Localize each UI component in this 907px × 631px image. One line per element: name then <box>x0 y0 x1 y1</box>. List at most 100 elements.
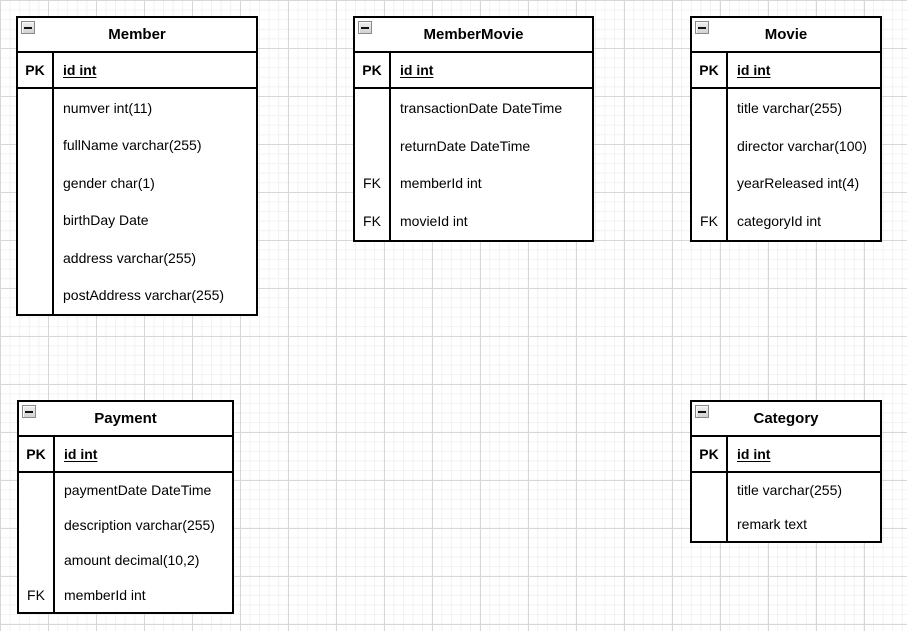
row-field-cell[interactable]: title varchar(255) <box>737 99 843 116</box>
table-row[interactable]: description varchar(255) <box>19 507 232 543</box>
entity-category[interactable]: Category PK id int title varchar(255) re… <box>690 400 882 543</box>
pk-key-cell[interactable]: PK <box>355 53 391 87</box>
pk-key-cell[interactable]: PK <box>692 53 728 87</box>
row-field-cell[interactable]: gender char(1) <box>63 174 155 191</box>
row-field-cell[interactable]: birthDay Date <box>63 212 149 229</box>
row-key-cell[interactable] <box>18 89 54 127</box>
row-field-cell[interactable]: movieId int <box>400 213 468 230</box>
table-row-pk[interactable]: PK id int <box>18 53 256 89</box>
table-row[interactable]: director varchar(100) <box>692 126 880 165</box>
row-field-cell[interactable]: paymentDate DateTime <box>64 482 212 499</box>
entity-rows: paymentDate DateTime description varchar… <box>19 473 232 612</box>
row-key-cell[interactable] <box>19 507 55 543</box>
row-key-cell[interactable] <box>692 473 728 507</box>
minus-glyph <box>361 26 369 29</box>
collapse-minus-icon[interactable] <box>695 21 709 34</box>
row-key-cell[interactable] <box>692 89 728 127</box>
table-row[interactable]: birthDay Date <box>18 201 256 239</box>
row-field-cell[interactable]: address varchar(255) <box>63 249 197 266</box>
row-field-cell[interactable]: amount decimal(10,2) <box>64 551 200 568</box>
collapse-minus-icon[interactable] <box>358 21 372 34</box>
collapse-minus-icon[interactable] <box>22 405 36 418</box>
row-key-cell[interactable]: FK <box>355 164 391 203</box>
row-field-cell[interactable]: numver int(11) <box>63 99 153 116</box>
pk-key-cell[interactable]: PK <box>19 437 55 471</box>
row-key-cell[interactable]: FK <box>355 202 391 240</box>
collapse-minus-icon[interactable] <box>21 21 35 34</box>
entity-title: Category <box>753 410 819 427</box>
row-key-cell[interactable] <box>19 473 55 508</box>
row-key-cell[interactable] <box>18 201 54 239</box>
table-row[interactable]: yearReleased int(4) <box>692 164 880 203</box>
table-row[interactable]: remark text <box>692 507 880 541</box>
pk-key-cell[interactable]: PK <box>692 437 728 471</box>
table-row[interactable]: paymentDate DateTime <box>19 473 232 508</box>
pk-field-cell[interactable]: id int <box>737 446 771 462</box>
row-field-cell[interactable]: title varchar(255) <box>737 482 843 498</box>
row-field-cell[interactable]: remark text <box>737 516 808 532</box>
row-key-cell[interactable] <box>19 542 55 578</box>
table-row[interactable]: FK memberId int <box>355 164 592 203</box>
row-key-cell[interactable] <box>355 126 391 165</box>
row-key-cell[interactable] <box>692 507 728 541</box>
table-row[interactable]: gender char(1) <box>18 164 256 202</box>
entity-rows: title varchar(255) remark text <box>692 473 880 541</box>
table-row[interactable]: FK memberId int <box>19 577 232 612</box>
table-row[interactable]: FK movieId int <box>355 202 592 240</box>
table-row[interactable]: numver int(11) <box>18 89 256 127</box>
minus-glyph <box>25 410 33 413</box>
entity-member[interactable]: Member PK id int numver int(11) fullName… <box>16 16 258 316</box>
entity-movie[interactable]: Movie PK id int title varchar(255) direc… <box>690 16 882 242</box>
table-row-pk[interactable]: PK id int <box>355 53 592 89</box>
entity-category-title-bar: Category <box>692 402 880 437</box>
row-field-cell[interactable]: returnDate DateTime <box>400 137 531 154</box>
row-field-cell[interactable]: categoryId int <box>737 213 822 230</box>
row-field-cell[interactable]: postAddress varchar(255) <box>63 287 225 304</box>
table-row[interactable]: title varchar(255) <box>692 89 880 127</box>
row-field-cell[interactable]: memberId int <box>400 175 482 192</box>
entity-rows: numver int(11) fullName varchar(255) gen… <box>18 89 256 314</box>
table-row[interactable]: postAddress varchar(255) <box>18 276 256 314</box>
row-field-cell[interactable]: director varchar(100) <box>737 137 867 154</box>
row-key-cell[interactable]: FK <box>692 202 728 240</box>
row-key-cell[interactable]: FK <box>19 577 55 612</box>
entity-movie-title-bar: Movie <box>692 18 880 53</box>
pk-key-cell[interactable]: PK <box>18 53 54 87</box>
row-key-cell[interactable] <box>18 276 54 314</box>
row-key-cell[interactable] <box>355 89 391 127</box>
row-key-cell[interactable] <box>692 164 728 203</box>
pk-field-cell[interactable]: id int <box>64 446 98 462</box>
entity-payment-title-bar: Payment <box>19 402 232 437</box>
row-field-cell[interactable]: description varchar(255) <box>64 517 215 534</box>
row-field-cell[interactable]: memberId int <box>64 586 146 603</box>
entity-payment[interactable]: Payment PK id int paymentDate DateTime d… <box>17 400 234 614</box>
row-key-cell[interactable] <box>18 164 54 202</box>
pk-field-cell[interactable]: id int <box>400 62 434 78</box>
table-row[interactable]: address varchar(255) <box>18 239 256 277</box>
table-row-pk[interactable]: PK id int <box>692 437 880 473</box>
row-field-cell[interactable]: fullName varchar(255) <box>63 137 202 154</box>
row-key-cell[interactable] <box>692 126 728 165</box>
table-row[interactable]: title varchar(255) <box>692 473 880 507</box>
table-row[interactable]: amount decimal(10,2) <box>19 542 232 578</box>
entity-title: Payment <box>94 410 157 427</box>
row-field-cell[interactable]: yearReleased int(4) <box>737 175 860 192</box>
entity-membermovie[interactable]: MemberMovie PK id int transactionDate Da… <box>353 16 594 242</box>
minus-glyph <box>24 26 32 29</box>
pk-field-cell[interactable]: id int <box>63 62 97 78</box>
entity-title: Movie <box>764 26 808 43</box>
entity-rows: transactionDate DateTime returnDate Date… <box>355 89 592 240</box>
table-row-pk[interactable]: PK id int <box>692 53 880 89</box>
row-key-cell[interactable] <box>18 239 54 277</box>
table-row-pk[interactable]: PK id int <box>19 437 232 473</box>
table-row[interactable]: fullName varchar(255) <box>18 126 256 164</box>
table-row[interactable]: FK categoryId int <box>692 202 880 240</box>
row-field-cell[interactable]: transactionDate DateTime <box>400 99 563 116</box>
row-key-cell[interactable] <box>18 126 54 164</box>
table-row[interactable]: returnDate DateTime <box>355 126 592 165</box>
table-row[interactable]: transactionDate DateTime <box>355 89 592 127</box>
pk-field-cell[interactable]: id int <box>737 62 771 78</box>
collapse-minus-icon[interactable] <box>695 405 709 418</box>
minus-glyph <box>698 26 706 29</box>
